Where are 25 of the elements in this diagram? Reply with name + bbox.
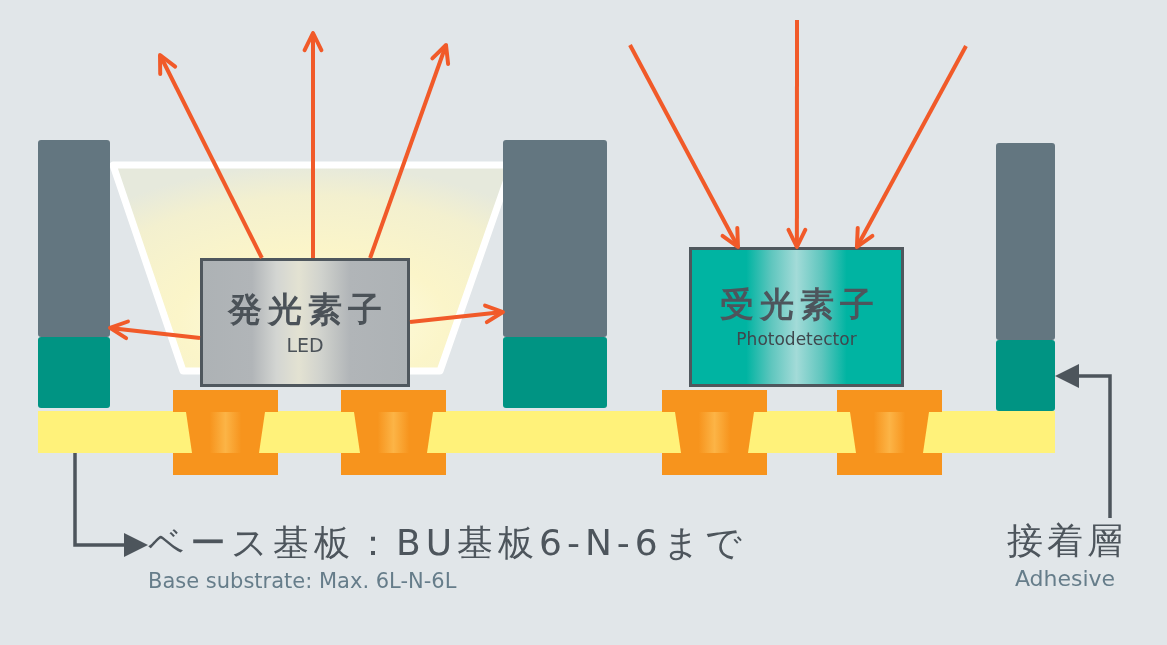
adhesive-layer (996, 340, 1055, 411)
light-arrow (368, 43, 451, 259)
adhesive-layer (503, 337, 607, 408)
callout-label: ベース基板：BU基板6-N-6まで (148, 521, 747, 565)
light-arrow (786, 20, 808, 249)
chip-label: 発光素子 (228, 287, 388, 331)
callout-label: 接着層 (1007, 519, 1127, 563)
callout-caption: Base substrate: Max. 6L-N-6L (148, 568, 457, 595)
adhesive-layer (38, 337, 110, 408)
light-arrow (628, 44, 740, 249)
leader-arrow (1055, 364, 1112, 518)
light-arrow (108, 319, 201, 341)
light-arrow (409, 303, 505, 325)
housing-wall (503, 140, 607, 337)
light-arrow (158, 53, 264, 259)
chip-label: 受光素子 (719, 283, 880, 326)
housing-wall (996, 143, 1055, 340)
chip-caption: LED (286, 332, 324, 358)
photodetector-chip (689, 247, 904, 387)
light-arrow (302, 31, 324, 258)
led-chip (200, 258, 410, 387)
housing-wall (38, 140, 110, 337)
leader-arrow (73, 453, 148, 557)
callout-caption: Adhesive (1014, 565, 1116, 593)
light-arrow (854, 45, 968, 249)
